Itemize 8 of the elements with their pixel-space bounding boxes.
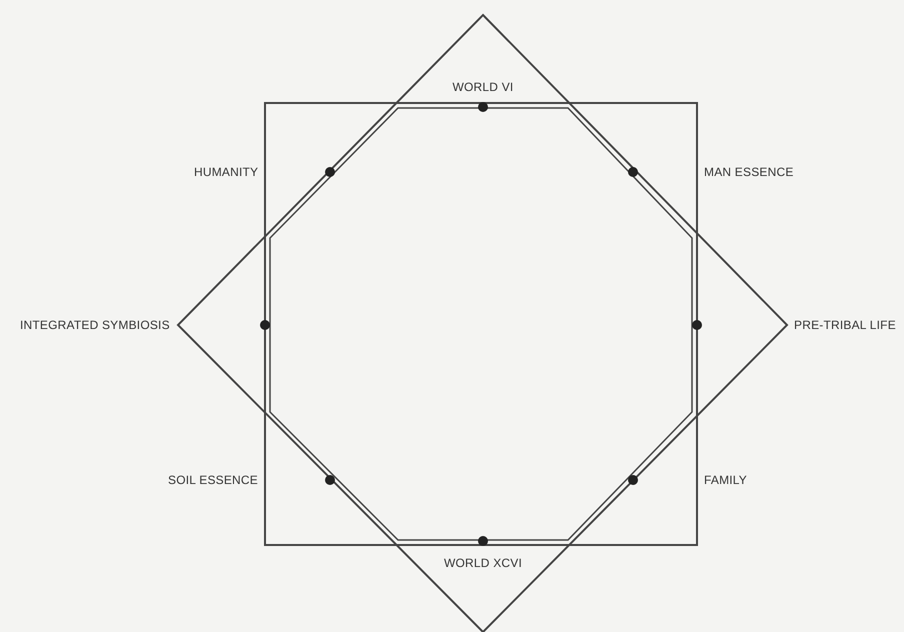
- point-label: PRE-TRIBAL LIFE: [794, 317, 896, 333]
- point-label: INTEGRATED SYMBIOSIS: [20, 317, 170, 333]
- point-label: WORLD XCVI: [444, 555, 522, 571]
- point-label: MAN ESSENCE: [704, 164, 794, 180]
- point-label: SOIL ESSENCE: [168, 472, 258, 488]
- point-label: HUMANITY: [194, 164, 258, 180]
- point-label: WORLD VI: [452, 79, 514, 95]
- point-label: FAMILY: [704, 472, 747, 488]
